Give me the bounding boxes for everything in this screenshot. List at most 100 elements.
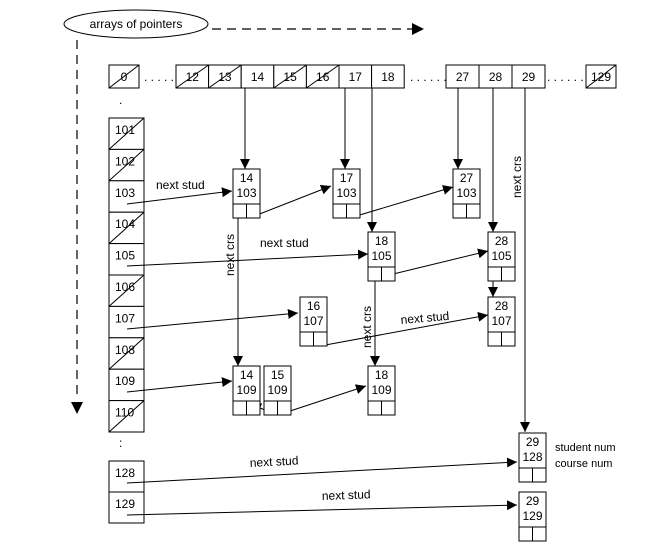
- student-cell-label: 105: [115, 249, 135, 263]
- svg-text:0: 0: [121, 70, 128, 84]
- student-cell-label: 104: [115, 217, 135, 231]
- label-next-crs-18: next crs: [360, 306, 374, 348]
- course-cell-15: 15: [273, 64, 307, 89]
- arrow-18-105-to-28-105: [384, 248, 489, 277]
- student-cell-label: 110: [115, 406, 134, 420]
- node-course-num: 28: [495, 234, 509, 248]
- student-cell-label: 103: [115, 186, 135, 200]
- course-cell-label: 27: [456, 70, 470, 84]
- label-next-stud-129: next stud: [322, 487, 371, 503]
- dashed-arrowhead-down: [71, 402, 83, 414]
- label-next-stud-128: next stud: [249, 453, 298, 470]
- node-student-num: 103: [336, 186, 356, 200]
- student-cell-129: 129: [108, 491, 145, 524]
- student-cell-label: 128: [115, 466, 135, 480]
- course-cell-13: 13: [208, 64, 242, 89]
- course-cell-12: 12: [175, 64, 210, 89]
- course-cell-18: 18: [371, 64, 405, 89]
- node-course-num: 18: [375, 368, 389, 382]
- course-cell-label: 12: [186, 70, 200, 84]
- legend-course-num: course num: [555, 458, 612, 470]
- student-cell-102: 102: [108, 148, 145, 182]
- node-layer: 1410317103271031810528105161072810714109…: [232, 168, 547, 542]
- student-cell-label: 108: [115, 343, 135, 357]
- arrow-17-103-to-27-103: [352, 185, 454, 218]
- node-student-num: 109: [236, 383, 256, 397]
- course-cell-29: 29: [511, 64, 546, 89]
- course-cell-label: 13: [218, 70, 232, 84]
- label-next-crs-14: next crs: [223, 234, 237, 276]
- arrow-103-to-14-103: [126, 187, 233, 205]
- label-next-stud-103: next stud: [156, 178, 205, 192]
- node-course-num: 29: [526, 435, 540, 449]
- arrow-15-109-to-18-109: [283, 384, 367, 414]
- student-cell-128: 128: [108, 460, 145, 493]
- course-cell-27: 27: [445, 64, 480, 89]
- arrow-105-to-18-105: [126, 249, 369, 267]
- student-cell-label: 109: [115, 374, 135, 388]
- oval-label: arrays of pointers: [90, 17, 183, 31]
- arrow-107-to-16-107: [126, 308, 299, 330]
- course-cell-label: 16: [316, 70, 330, 84]
- course-cell-16: 16: [305, 64, 340, 89]
- student-header-array: . 101 102 103 104 105 106 107 108 109 110 : 128 12…: [108, 93, 145, 524]
- course-cell-label: 18: [381, 70, 395, 84]
- student-cell-108: 108: [108, 337, 145, 370]
- course-cell-0: 0: [108, 64, 140, 89]
- node-student-num: 107: [303, 314, 323, 328]
- course-cell-28: 28: [478, 64, 513, 89]
- label-next-stud-105: next stud: [260, 236, 309, 250]
- node-student-num: 109: [371, 383, 391, 397]
- student-cell-103: 103: [108, 180, 145, 213]
- course-cell-14: 14: [240, 64, 275, 89]
- node-student-num: 107: [491, 314, 511, 328]
- node-course-num: 17: [340, 171, 354, 185]
- course-cell-label: 29: [522, 70, 536, 84]
- arrow-109-to-14-109: [126, 377, 233, 393]
- student-cell-107: 107: [108, 305, 145, 339]
- node-course-num: 14: [240, 368, 254, 382]
- arrow-14-103-to-17-103: [251, 184, 332, 218]
- node-course-num: 29: [526, 494, 540, 508]
- arrays-of-pointers-oval: arrays of pointers: [63, 9, 209, 39]
- student-cell-label: 106: [115, 280, 135, 294]
- node-course-num: 18: [375, 234, 389, 248]
- arrow-16-107-to-28-107: [319, 311, 489, 347]
- course-cell-label: 15: [283, 70, 297, 84]
- legend-student-num: student num: [555, 442, 616, 454]
- node-student-num: 103: [456, 186, 476, 200]
- node-course-num: 16: [307, 299, 321, 313]
- link-labels: next stud next stud next stud next stud …: [156, 156, 616, 503]
- student-cell-label: 129: [115, 497, 135, 511]
- student-cell-106: 106: [108, 274, 145, 307]
- student-cell-104: 104: [108, 211, 145, 245]
- course-cell-label: 17: [349, 70, 363, 84]
- course-cell-label: 28: [489, 70, 503, 84]
- node-course-num: 14: [240, 171, 254, 185]
- student-cell-label: 101: [115, 123, 135, 137]
- student-dots-top: .: [119, 93, 122, 107]
- student-cell-105: 105: [108, 243, 145, 276]
- student-cell-109: 109: [108, 368, 145, 402]
- node-student-num: 128: [522, 450, 542, 464]
- node-student-num: 105: [371, 249, 391, 263]
- node-student-num: 103: [236, 186, 256, 200]
- node-student-num: 129: [522, 509, 542, 523]
- student-cell-label: 107: [115, 311, 135, 325]
- arrow-129-to-29-129: [126, 500, 518, 516]
- student-dots-mid: :: [119, 436, 122, 450]
